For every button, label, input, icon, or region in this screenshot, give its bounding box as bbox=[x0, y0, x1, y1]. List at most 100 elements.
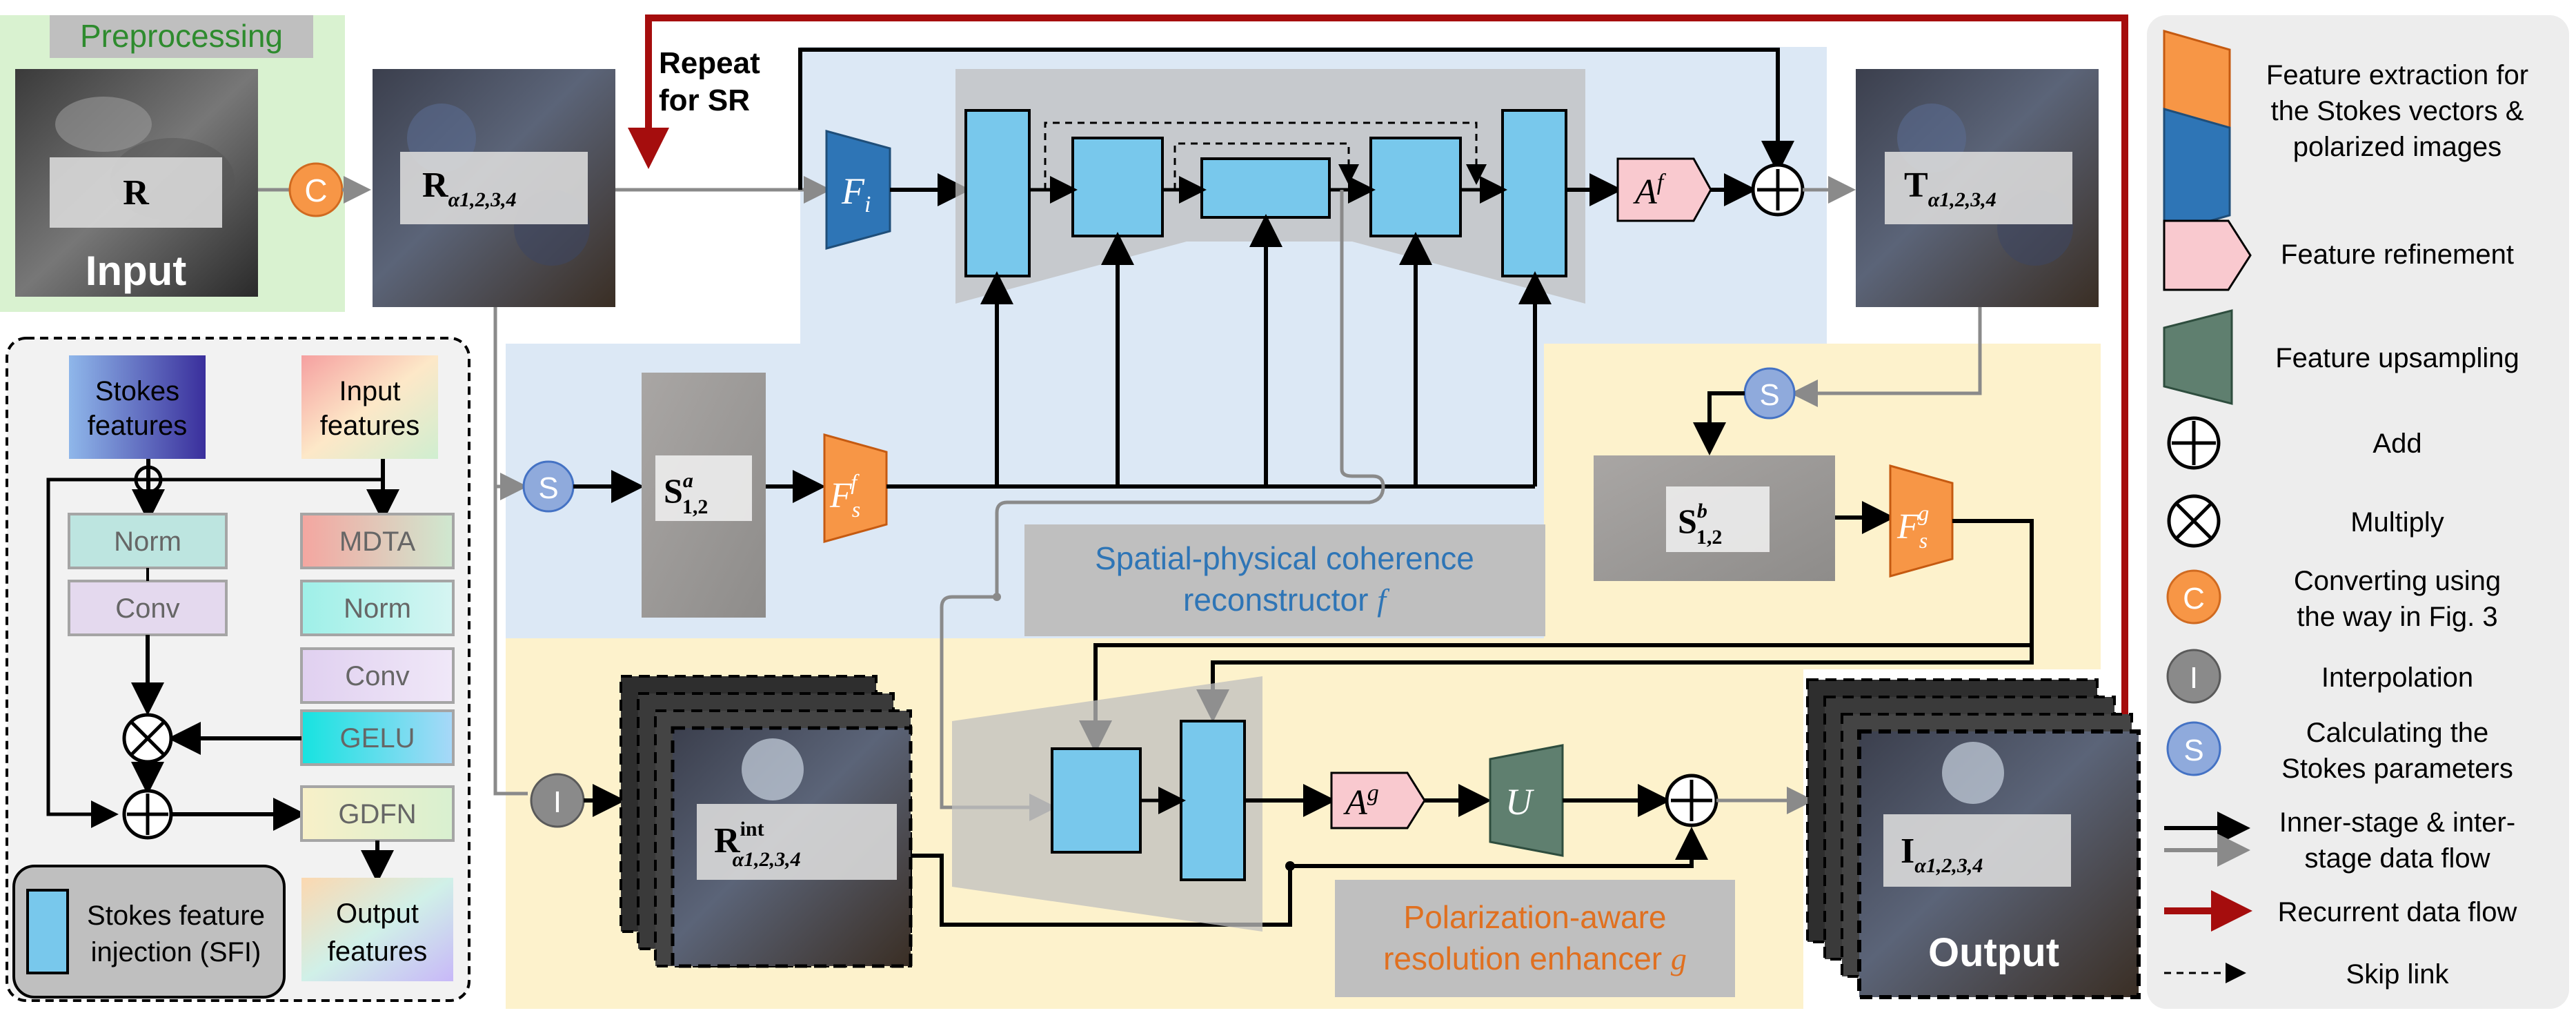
stokes-b-label-box bbox=[1666, 486, 1770, 552]
feature-skip-to-g bbox=[940, 190, 1385, 821]
skip-link-inner bbox=[1173, 142, 1359, 190]
fi-label: Fi bbox=[841, 170, 871, 217]
preprocessing-title-bg bbox=[50, 15, 313, 58]
image-object bbox=[742, 738, 804, 800]
residual-arrow-f bbox=[798, 48, 1794, 190]
fsg-label: Fsg bbox=[1896, 500, 1929, 553]
output-label: Output bbox=[1928, 930, 2059, 975]
flow-arrow bbox=[1693, 391, 1745, 455]
legend-text: Feature refinement bbox=[2281, 239, 2514, 270]
legend-text: Stokes parameters bbox=[2281, 754, 2513, 784]
legend-stokes-icon bbox=[2166, 721, 2221, 776]
stokes-features-box bbox=[69, 355, 206, 459]
junction-dot bbox=[1285, 861, 1295, 871]
repeat-label-line2: for SR bbox=[659, 83, 750, 117]
legend-text: Inner-stage & inter- bbox=[2279, 807, 2515, 838]
sfi-legend-line2: injection (SFI) bbox=[91, 937, 261, 967]
legend-green-trapezoid-icon bbox=[2163, 309, 2233, 405]
r-label: R bbox=[123, 173, 150, 213]
feature-extraction-fi bbox=[825, 130, 891, 250]
legend-stokes-letter: S bbox=[2183, 734, 2203, 767]
r-label-box bbox=[50, 157, 222, 228]
legend-text: Recurrent data flow bbox=[2278, 897, 2517, 927]
mdta-box bbox=[300, 513, 455, 569]
refinement-ag bbox=[1330, 771, 1426, 829]
legend-text: Calculating the bbox=[2306, 718, 2489, 748]
i-alpha-label-box bbox=[1883, 814, 2071, 887]
legend-text: Add bbox=[2372, 429, 2421, 459]
multiply-icon-cross bbox=[2176, 503, 2212, 539]
legend-text: Interpolation bbox=[2321, 662, 2473, 693]
stage-f-label-box bbox=[1024, 524, 1545, 636]
sfi-block-f5 bbox=[1501, 109, 1567, 277]
norm-right-box bbox=[300, 580, 455, 636]
sfi-block-g1 bbox=[1051, 747, 1142, 854]
line-crossing-hop bbox=[134, 465, 163, 494]
skip-link-outer bbox=[1044, 121, 1487, 190]
output-features-box bbox=[301, 878, 453, 981]
legend-text: Feature extraction for bbox=[2266, 60, 2528, 90]
conv-right-box bbox=[300, 647, 455, 704]
junction-dot bbox=[993, 593, 1001, 601]
input-features-line1: Input bbox=[339, 376, 401, 406]
multiply-icon-cross bbox=[130, 720, 166, 756]
legend-interp-icon bbox=[2166, 649, 2221, 704]
legend-convert-icon bbox=[2166, 569, 2221, 624]
legend-text: Skip link bbox=[2346, 959, 2450, 990]
interp-letter: I bbox=[553, 785, 562, 819]
stage-f-label-line1: Spatial-physical coherence bbox=[1095, 540, 1474, 576]
sfi-residual-arrow bbox=[46, 478, 383, 828]
legend-text: Feature upsampling bbox=[2275, 343, 2519, 373]
stage-g-label-box bbox=[1335, 880, 1735, 997]
gdfn-label: GDFN bbox=[338, 799, 416, 829]
repeat-label-line1: Repeat bbox=[659, 46, 760, 80]
conv-right-label: Conv bbox=[345, 661, 409, 691]
input-features-line2: features bbox=[320, 411, 420, 441]
sfi-legend-line1: Stokes feature bbox=[87, 901, 265, 931]
stokes-a-label-box bbox=[655, 455, 752, 521]
legend-text: the Stokes vectors & bbox=[2271, 96, 2524, 126]
legend-text: Multiply bbox=[2350, 507, 2444, 538]
r-alpha-label-box bbox=[400, 152, 588, 224]
legend-text: polarized images bbox=[2293, 132, 2501, 162]
gelu-label: GELU bbox=[340, 723, 415, 754]
u-label: U bbox=[1505, 781, 1534, 823]
feature-extraction-fsf bbox=[823, 433, 888, 543]
mdta-label: MDTA bbox=[339, 527, 416, 557]
r-int-label-box bbox=[697, 804, 897, 880]
stokes-features-line1: Stokes bbox=[95, 376, 179, 406]
ag-label: Ag bbox=[1343, 780, 1379, 823]
output-features-line2: features bbox=[328, 936, 428, 967]
sfi-block-f3 bbox=[1200, 157, 1331, 219]
sfi-block-f2 bbox=[1071, 137, 1164, 237]
legend-text: the way in Fig. 3 bbox=[2297, 602, 2497, 632]
legend-blue-trapezoid-icon bbox=[2163, 108, 2231, 235]
sfi-block-f1 bbox=[964, 109, 1031, 277]
legend-convert-letter: C bbox=[2183, 582, 2205, 616]
i-alpha-label: Iα1,2,3,4 bbox=[1901, 832, 1983, 877]
flow-line bbox=[493, 486, 528, 796]
preprocessing-title: Preprocessing bbox=[80, 18, 283, 54]
norm-left-box bbox=[68, 513, 228, 569]
stage-g-label-line1: Polarization-aware bbox=[1404, 899, 1667, 935]
upsampling-u bbox=[1489, 744, 1564, 857]
input-image-object bbox=[55, 97, 152, 152]
legend-panel bbox=[2147, 15, 2569, 1009]
norm-right-label: Norm bbox=[344, 593, 411, 624]
residual-arrow-g bbox=[911, 827, 1708, 927]
sfi-legend-swatch bbox=[26, 889, 69, 974]
r-alpha-label: Rα1,2,3,4 bbox=[422, 166, 517, 211]
stokes-letter: S bbox=[1759, 378, 1779, 412]
sfi-legend-box bbox=[12, 865, 286, 999]
input-features-box bbox=[301, 355, 438, 459]
stage-f-label-line2: reconstructor f bbox=[1183, 582, 1390, 618]
legend-pink-pentagon-icon bbox=[2163, 219, 2252, 291]
norm-left-label: Norm bbox=[114, 527, 181, 557]
image-object bbox=[1942, 742, 2004, 804]
input-label: Input bbox=[86, 248, 187, 294]
conv-left-label: Conv bbox=[115, 593, 179, 624]
